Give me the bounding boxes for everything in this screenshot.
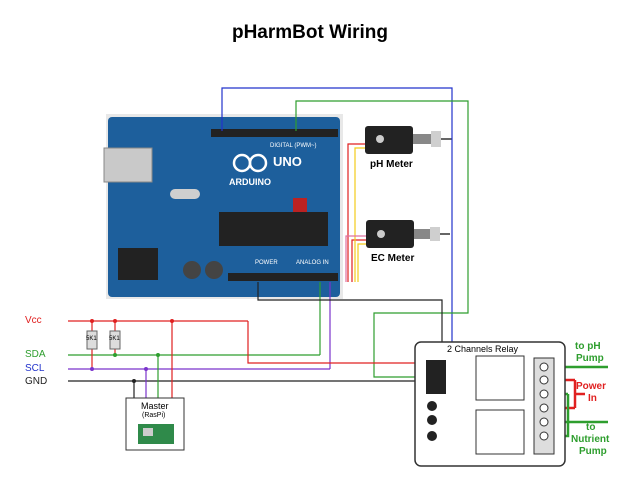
arduino-model-label: UNO: [273, 154, 302, 169]
pump-label-1: Pump: [576, 353, 604, 364]
arduino-brand-label: ARDUINO: [229, 177, 271, 187]
junction-dots: [90, 319, 174, 323]
resistor-1-label: 5K1: [86, 336, 97, 342]
vcc-label: Vcc: [25, 315, 42, 326]
master-box: [125, 397, 185, 451]
to-label: to: [586, 422, 596, 433]
arduino-digital-label: DIGITAL (PWM~): [270, 143, 317, 149]
resistor-2-label: 5K1: [109, 336, 120, 342]
master-title: Master: [141, 401, 169, 411]
arduino-power-label: POWER: [255, 260, 278, 266]
relay-board: [414, 341, 566, 467]
scl-label: SCL: [25, 363, 45, 374]
ec-meter-module: [366, 220, 450, 248]
arduino-uno-board: [103, 114, 343, 299]
pump-label-2: Pump: [579, 446, 607, 457]
power-label: Power: [576, 381, 607, 392]
resistor-2-body: [109, 330, 121, 350]
in-label: In: [588, 393, 597, 404]
master-subtitle: (RasPi): [142, 412, 166, 419]
sda-label: SDA: [25, 349, 46, 360]
ph-meter-module: [365, 126, 452, 154]
resistor-1-body: [86, 330, 98, 350]
page-title: pHarmBot Wiring: [231, 22, 389, 43]
wires: [68, 87, 608, 438]
ph-meter-label: pH Meter: [370, 159, 413, 170]
ec-meter-label: EC Meter: [371, 253, 415, 264]
arduino-analog-label: ANALOG IN: [296, 260, 329, 266]
to-ph-label: to pH: [575, 341, 601, 352]
gnd-label: GND: [25, 376, 48, 387]
relay-title: 2 Channels Relay: [447, 344, 519, 354]
nutrient-label: Nutrient: [571, 434, 610, 445]
